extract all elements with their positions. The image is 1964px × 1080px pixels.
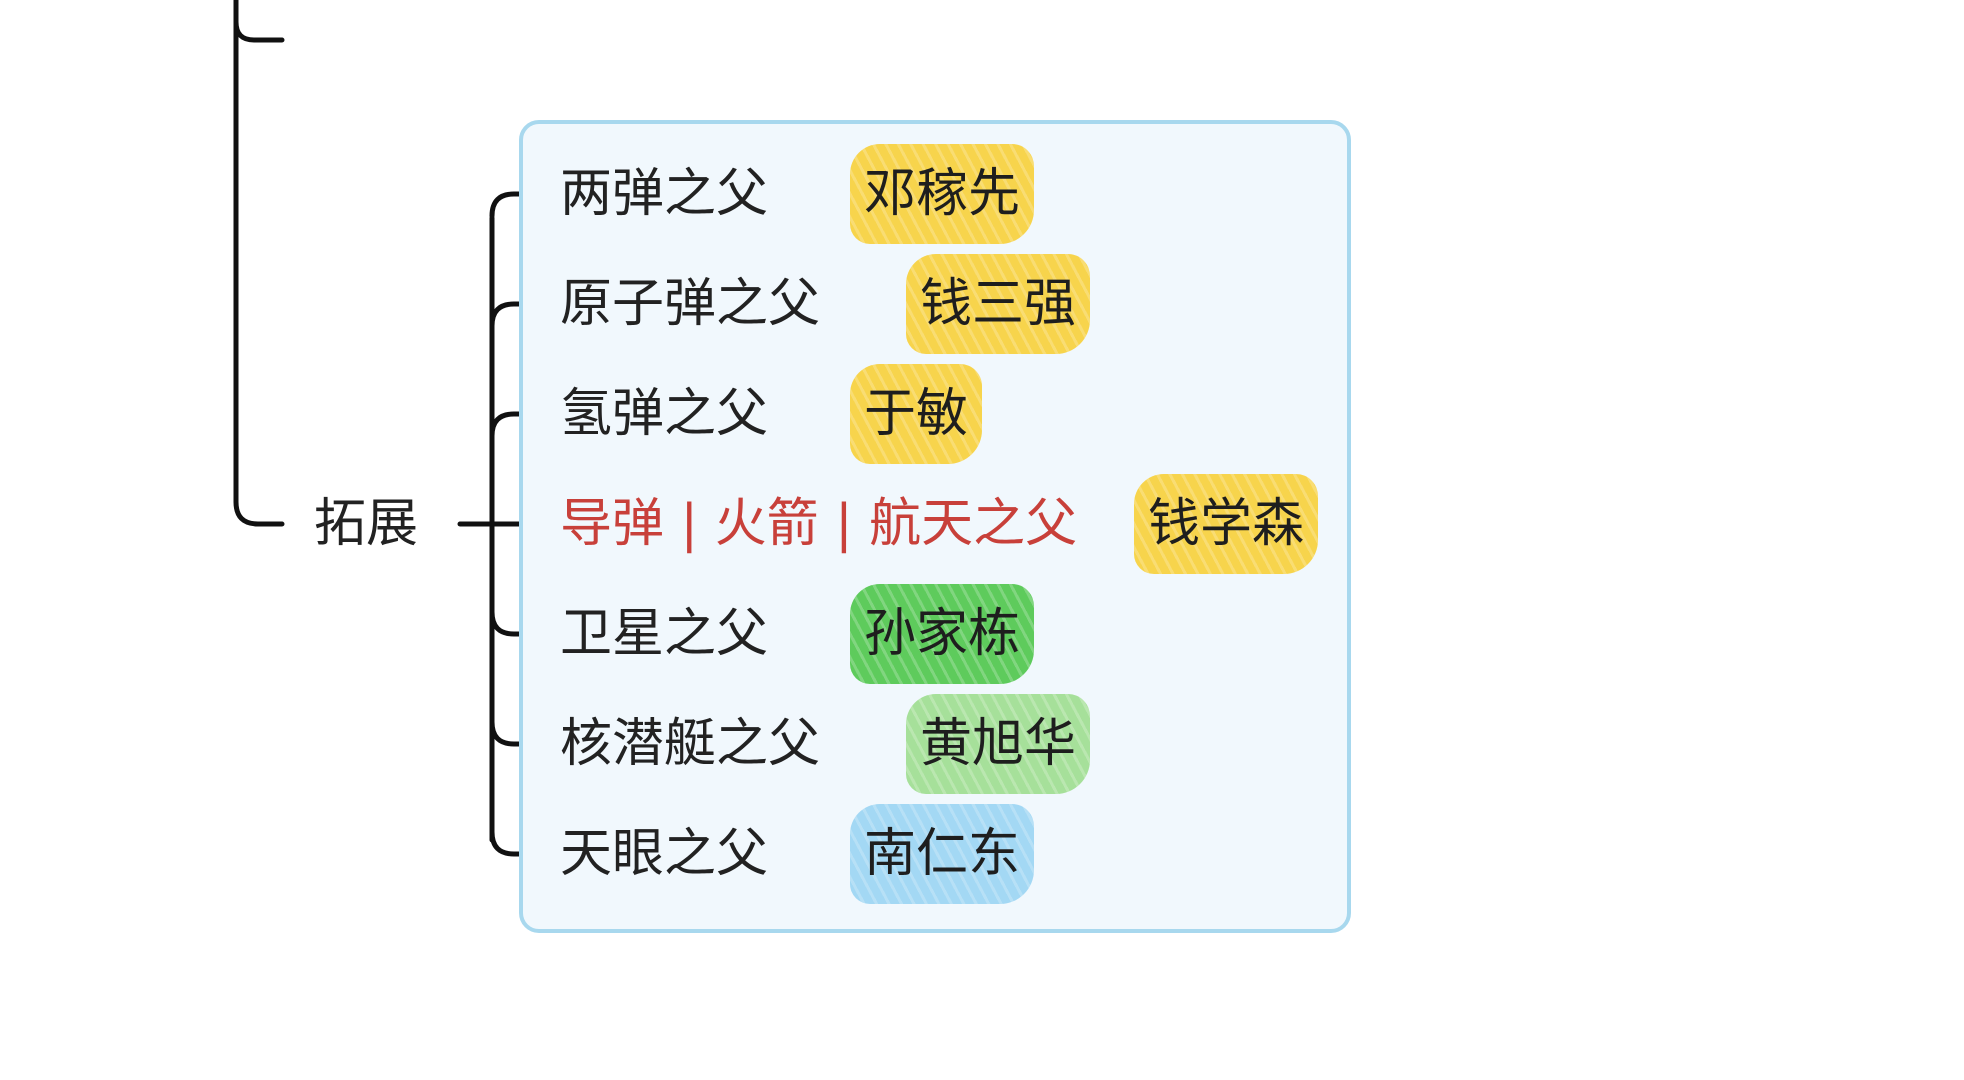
branch-topic[interactable]: 核潜艇之父 [560,714,821,774]
person-name-tag[interactable]: 黄旭华 [906,694,1091,794]
person-name: 黄旭华 [920,714,1077,774]
person-name: 钱学森 [1148,494,1305,554]
branch-topic[interactable]: 卫星之父 [560,604,769,664]
branch-topic[interactable]: 原子弹之父 [560,274,821,334]
person-name-tag[interactable]: 邓稼先 [850,144,1035,244]
branch-topic[interactable]: 两弹之父 [560,164,769,224]
person-name: 钱三强 [920,274,1077,334]
person-name: 南仁东 [864,824,1021,884]
branch-elbow-line [489,719,547,747]
person-name: 孙家栋 [864,604,1021,664]
root-topic[interactable]: 拓展 [314,494,419,554]
branch-elbow-line [489,829,547,857]
person-name-tag[interactable]: 钱学森 [1134,474,1319,574]
branch-topic[interactable]: 天眼之父 [560,824,769,884]
person-name-tag[interactable]: 于敏 [850,364,983,464]
branch-topic[interactable]: 氢弹之父 [560,384,769,444]
person-name-tag[interactable]: 孙家栋 [850,584,1035,684]
person-name-tag[interactable]: 钱三强 [906,254,1091,354]
outer-trunk-line [233,0,285,527]
branch-elbow-line [489,609,547,637]
branch-elbow-line [489,301,547,329]
person-name: 于敏 [864,384,969,444]
branch-topic-highlighted[interactable]: 导弹 | 火箭 | 航天之父 [560,494,1078,554]
person-name: 邓稼先 [864,164,1021,224]
branch-elbow-line [489,191,547,219]
branch-elbow-line [489,411,547,439]
person-name-tag[interactable]: 南仁东 [850,804,1035,904]
